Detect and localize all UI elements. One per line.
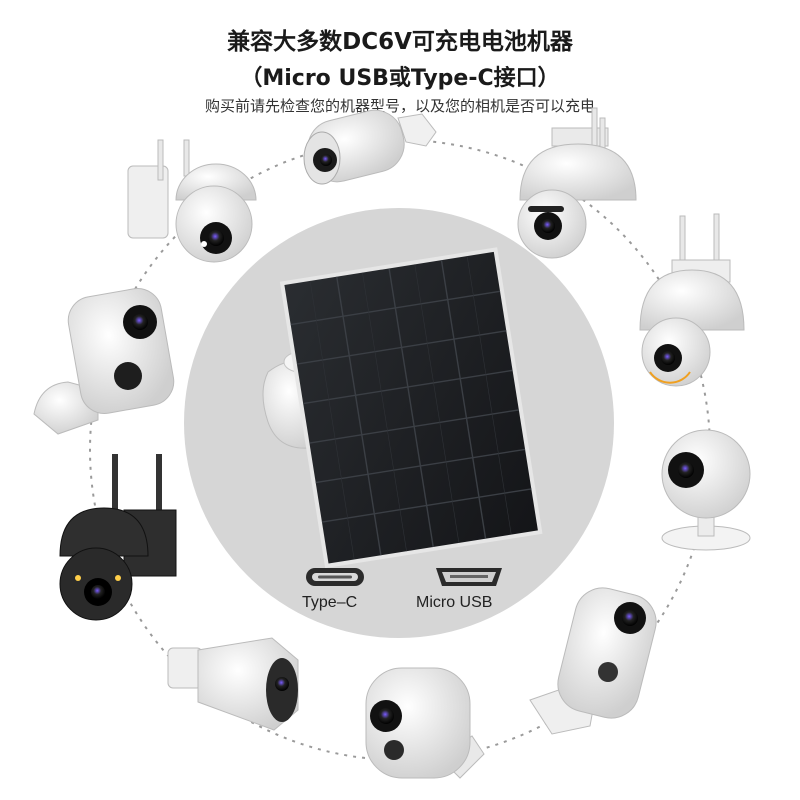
title-line-1: 兼容大多数DC6V可充电电池机器	[227, 29, 573, 55]
notice-text: 购买前请先检查您的机器型号，以及您的相机是否可以充电	[204, 97, 595, 115]
solar-panel	[279, 247, 543, 569]
micro-usb-port-icon	[436, 568, 502, 586]
type-c-label: Type–C	[302, 594, 358, 611]
camera-icon	[303, 109, 437, 185]
camera-icon	[59, 454, 177, 621]
micro-usb-label: Micro USB	[416, 594, 493, 611]
camera-icon	[167, 637, 299, 731]
title-line-2: （Micro USB或Type-C接口）	[240, 66, 560, 91]
camera-icon	[639, 213, 745, 387]
camera-icon	[33, 288, 175, 435]
type-c-port-icon	[306, 568, 364, 586]
camera-icon	[517, 107, 637, 259]
camera-icon	[529, 587, 657, 735]
camera-icon	[365, 667, 485, 779]
camera-icon	[127, 139, 257, 263]
camera-icon	[661, 429, 751, 551]
